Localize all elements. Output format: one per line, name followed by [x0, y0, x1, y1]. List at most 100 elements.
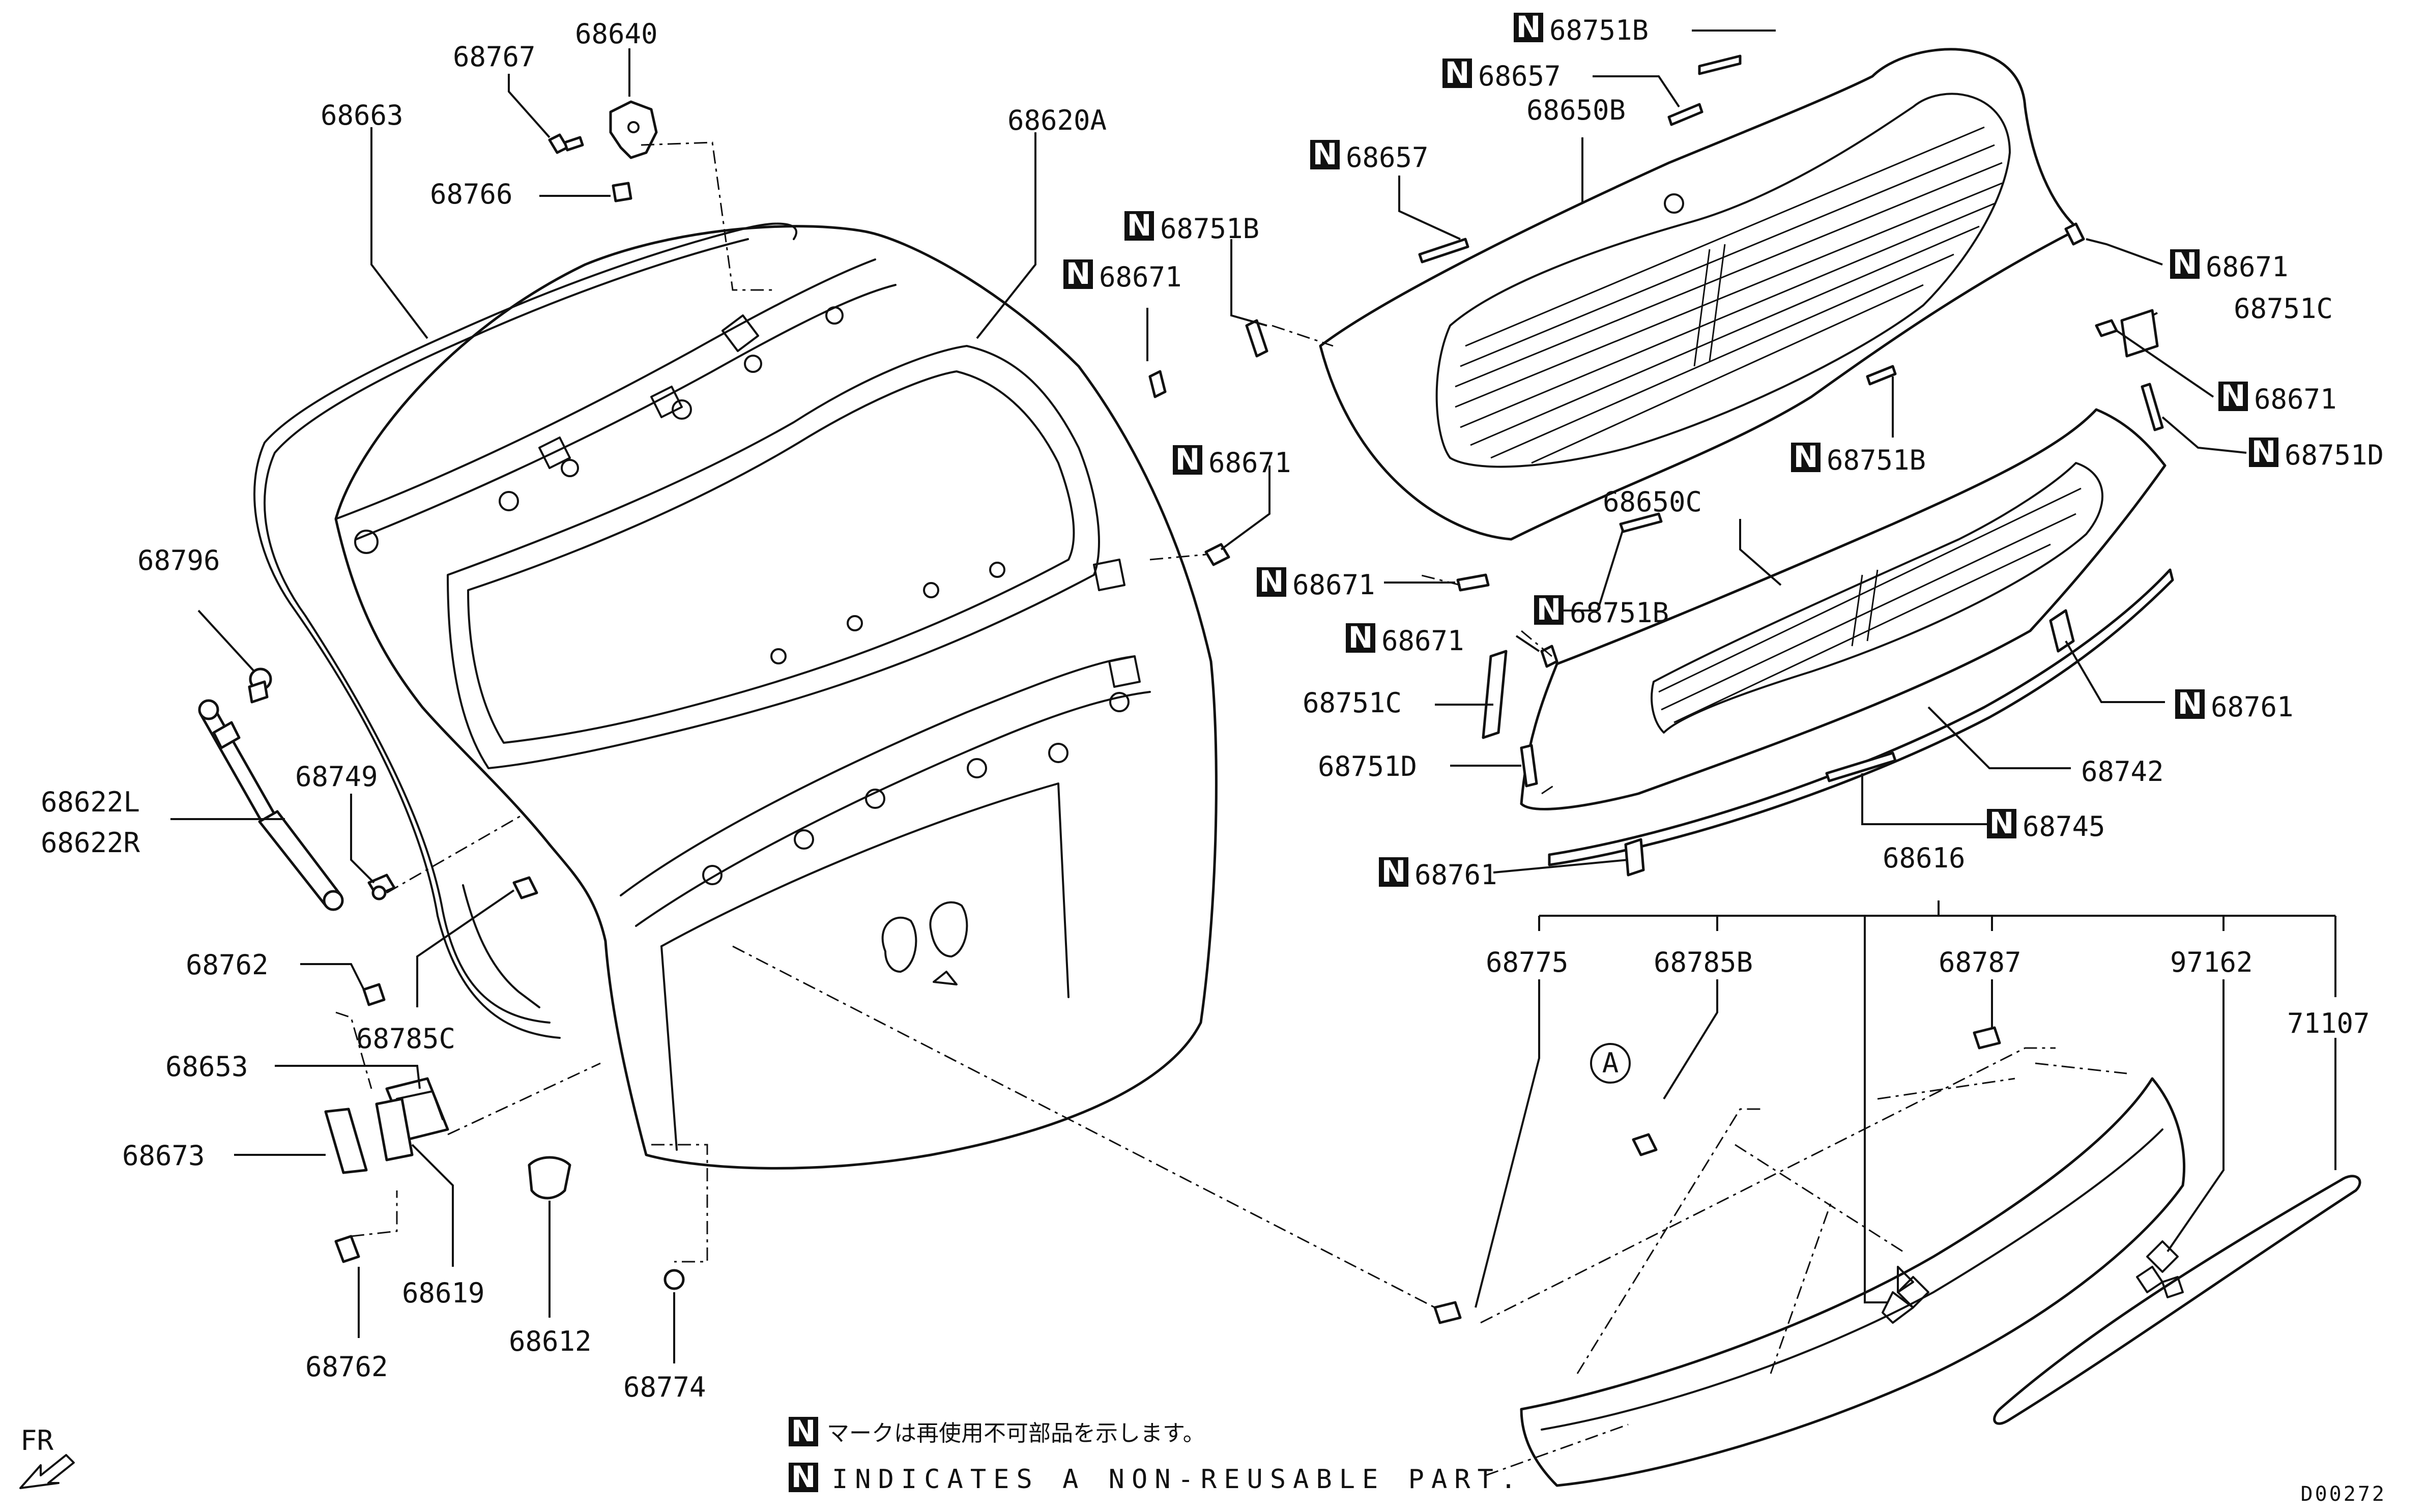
n-box: [1514, 13, 1543, 42]
svg-text:N: N: [2173, 246, 2198, 281]
n-label-68657-top: N 68657: [1442, 55, 1561, 92]
label-68622l: 68622L: [41, 786, 140, 818]
label-68766: 68766: [430, 178, 513, 210]
part-labels: 68640 68767 68663 68766 68620A 68796 686…: [41, 18, 2370, 1403]
label-68785c: 68785C: [356, 1023, 455, 1055]
n-label-68751d-right: N 68751D: [2249, 434, 2384, 471]
weatherstrip-seal: [253, 222, 798, 1039]
label-68650b: 68650B: [1526, 94, 1626, 126]
label-68620a: 68620A: [1007, 104, 1107, 136]
label-68616: 68616: [1883, 842, 1966, 874]
n-label-68671-right-top: N 68671: [2170, 246, 2289, 283]
svg-text:68671: 68671: [1381, 625, 1464, 657]
n-label-68657-mid: N 68657: [1310, 137, 1429, 173]
latch-68619: [375, 1097, 414, 1161]
label-68787: 68787: [1939, 946, 2021, 978]
label-68762-top: 68762: [186, 949, 269, 981]
label-68673: 68673: [122, 1140, 205, 1172]
callout-a-label: A: [1602, 1047, 1619, 1079]
n-label-68761-right: N 68761: [2175, 686, 2294, 723]
svg-text:68751B: 68751B: [1570, 597, 1669, 629]
svg-text:68671: 68671: [1099, 261, 1182, 293]
label-68767: 68767: [453, 41, 536, 73]
label-68774: 68774: [623, 1371, 706, 1403]
bolt-68762-bottom: [334, 1235, 360, 1263]
label-68749: 68749: [295, 761, 378, 793]
label-68640: 68640: [575, 18, 658, 50]
svg-text:N: N: [1313, 137, 1338, 171]
label-68762-bottom: 68762: [305, 1351, 388, 1383]
n-label-68671-right-mid: N 68671: [2218, 379, 2337, 415]
n-label-68671-left: N 68671: [1063, 256, 1182, 293]
front-arrow-icon: [19, 1454, 75, 1489]
label-71107: 71107: [2287, 1007, 2370, 1039]
molding-68742: [1548, 568, 2174, 866]
legend-n-mark-jp: N: [791, 1414, 816, 1448]
svg-text:N: N: [1175, 442, 1200, 477]
legend-n-mark-en: N: [791, 1460, 816, 1494]
small-clips: [1148, 54, 2164, 1324]
n-label-68671-midleft: N 68671: [1173, 442, 1291, 479]
nut-68766: [612, 182, 632, 202]
n-label-68745: N 68745: [1987, 806, 2105, 842]
label-68796: 68796: [137, 544, 220, 576]
svg-text:68745: 68745: [2023, 810, 2105, 842]
gas-strut: [198, 699, 344, 911]
label-68751d-bottom: 68751D: [1318, 750, 1417, 782]
svg-text:N: N: [2221, 379, 2246, 413]
svg-text:68761: 68761: [1414, 859, 1497, 891]
svg-text:68657: 68657: [1346, 141, 1429, 173]
n-label-68671-lower: N 68671: [1257, 564, 1375, 601]
n-label-68751b-lower: N 68751B: [1534, 592, 1669, 629]
assembly-phantom-lines: [335, 141, 2127, 1476]
svg-text:68671: 68671: [2206, 251, 2289, 283]
plug-68774: [663, 1269, 685, 1290]
svg-text:68671: 68671: [1208, 447, 1291, 479]
svg-text:N: N: [2178, 686, 2203, 721]
label-68775: 68775: [1486, 946, 1569, 978]
legend-note-en: INDICATES A NON-REUSABLE PART.: [832, 1464, 1523, 1495]
label-68785b: 68785B: [1654, 946, 1753, 978]
grommet-68612: [528, 1156, 571, 1200]
rear-garnish: [1520, 1077, 2361, 1487]
svg-text:N: N: [2251, 434, 2276, 469]
svg-text:N: N: [1259, 564, 1284, 599]
svg-text:68751B: 68751B: [1160, 213, 1259, 245]
svg-text:N: N: [1445, 55, 1470, 90]
svg-text:68751B: 68751B: [1827, 444, 1926, 476]
callout-a: A: [1590, 1043, 1631, 1084]
label-68619: 68619: [402, 1277, 485, 1309]
legend-note-jp: マークは再使用不可部品を示します。: [827, 1420, 1205, 1446]
stud-68749: [367, 874, 396, 900]
svg-text:N: N: [1989, 806, 2014, 840]
svg-text:68671: 68671: [2254, 383, 2337, 415]
rear-glass-68650b: [1319, 48, 2080, 541]
label-68751c-bottom: 68751C: [1303, 687, 1402, 719]
label-68650c: 68650C: [1603, 486, 1702, 518]
n-label-text: 68751B: [1549, 14, 1649, 46]
svg-text:N: N: [1066, 256, 1091, 291]
hinge-68640: [609, 100, 658, 159]
bumper-68796: [248, 667, 272, 704]
legend-notes: N マークは再使用不可部品を示します。 N INDICATES A NON-RE…: [789, 1414, 1523, 1495]
tailgate-panel: [334, 225, 1218, 1170]
label-97162: 97162: [2170, 946, 2253, 978]
label-68612: 68612: [509, 1325, 592, 1357]
svg-text:68751D: 68751D: [2285, 439, 2384, 471]
n-mark: N: [1516, 10, 1541, 44]
svg-text:N: N: [1794, 440, 1818, 474]
rear-glass-68650c: [1520, 408, 2167, 810]
n-label-68751b-top: N 68751B: [1514, 10, 1649, 46]
label-68663: 68663: [321, 99, 403, 131]
svg-text:N: N: [1348, 620, 1373, 655]
fr-label: FR: [20, 1424, 54, 1457]
label-68751c-top: 68751C: [2234, 293, 2333, 325]
leader-lines: [170, 30, 2336, 1363]
n-marked-labels: N 68751B N 68657 N 68657 N 68751B N 6867…: [1063, 10, 2384, 891]
front-direction-indicator: FR: [19, 1424, 75, 1489]
label-68742: 68742: [2081, 755, 2164, 788]
svg-text:68657: 68657: [1478, 60, 1561, 92]
n-label-68761-left: N 68761: [1379, 854, 1497, 891]
clip-68785C: [512, 876, 538, 899]
